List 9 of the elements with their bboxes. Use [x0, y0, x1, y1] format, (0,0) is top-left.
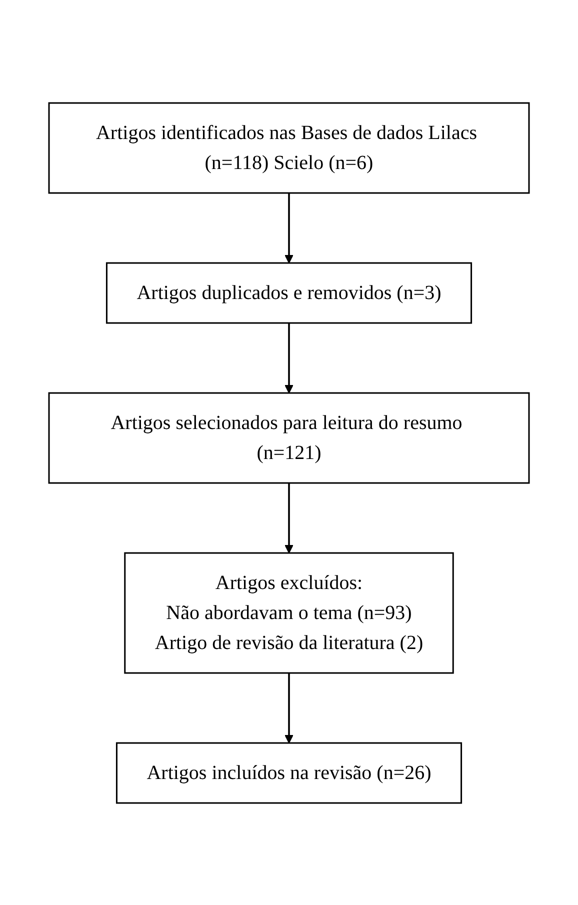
node-box: Artigos identificados nas Bases de dados Lilacs (n=118) Scielo (n=6) — [48, 102, 530, 194]
arrow — [284, 192, 294, 263]
arrow — [284, 482, 294, 553]
node-box: Artigos excluídos: Não abordavam o tema (n=93) Artigo de revisão da literatura (2) — [124, 552, 454, 674]
arrow — [284, 322, 294, 393]
node-box: Artigos selecionados para leitura do resumo (n=121) — [48, 392, 530, 484]
node-box: Artigos duplicados e removidos (n=3) — [106, 262, 472, 324]
arrow — [284, 672, 294, 743]
node-box: Artigos incluídos na revisão (n=26) — [116, 742, 462, 804]
